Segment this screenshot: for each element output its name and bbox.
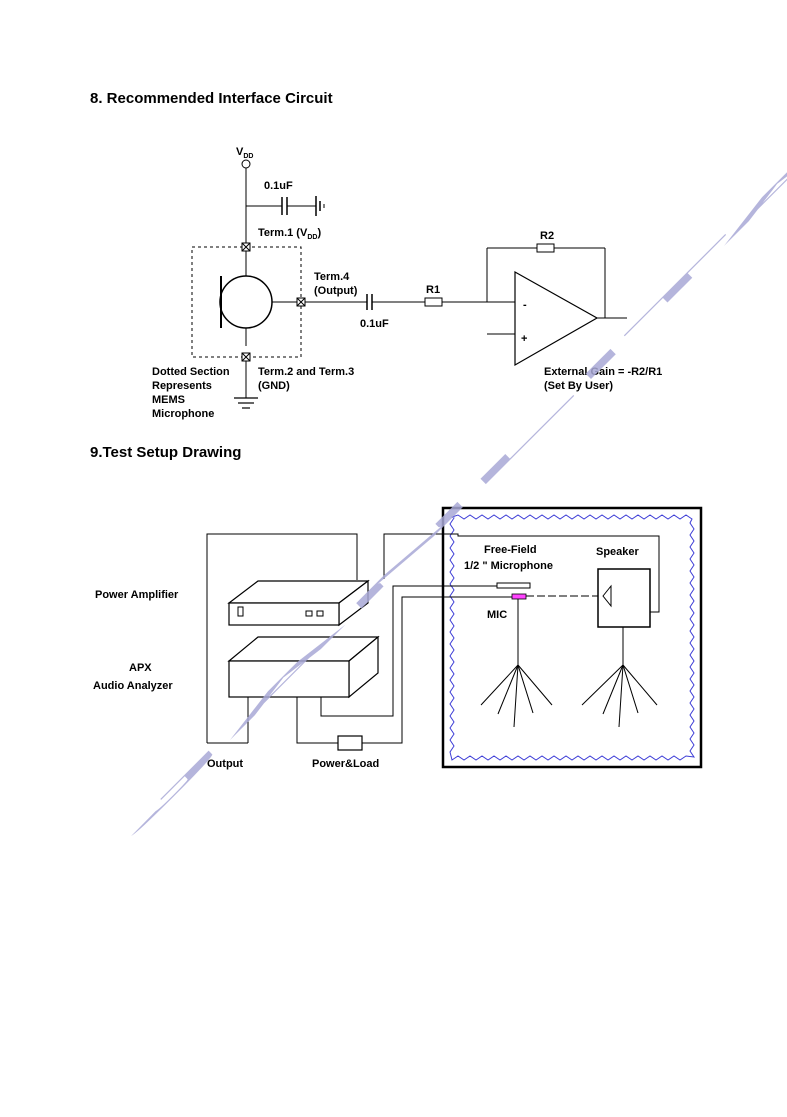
speaker-device: [597, 568, 651, 628]
section-heading-test-setup: 9.Test Setup Drawing: [90, 444, 242, 461]
op-amp-plus: +: [521, 333, 527, 345]
free-field-label-2: 1/2 " Microphone: [464, 560, 553, 572]
power-load-label: Power&Load: [312, 758, 379, 770]
term4-label-2: (Output): [314, 285, 358, 297]
power-amplifier-label: Power Amplifier: [95, 589, 179, 601]
section-heading-interface-circuit: 8. Recommended Interface Circuit: [90, 90, 333, 107]
vdd-label: VDD: [236, 146, 253, 160]
power-amplifier-device: [227, 579, 370, 627]
output-label: Output: [207, 758, 243, 770]
apx-analyzer-device: [227, 635, 380, 699]
microphone-icon: [219, 275, 273, 329]
gain-label-2: (Set By User): [544, 380, 613, 392]
anechoic-chamber: [441, 506, 703, 769]
mic-label: MIC: [487, 609, 507, 621]
free-field-microphone: [496, 582, 531, 589]
cap2-label: 0.1uF: [360, 318, 389, 330]
apx-label: APX: [129, 662, 152, 674]
dotted-section-text-3: MEMS: [152, 394, 185, 406]
term4-label-1: Term.4: [314, 271, 350, 283]
mic-tripod: [480, 599, 553, 728]
term23-label-1: Term.2 and Term.3: [258, 366, 354, 378]
resistor-r2: [536, 243, 555, 253]
resistor-r1: [424, 297, 443, 307]
speaker-label: Speaker: [596, 546, 640, 558]
vdd-terminal: [241, 159, 251, 169]
r2-label: R2: [540, 230, 554, 242]
op-amp-minus: -: [523, 299, 527, 311]
free-field-label-1: Free-Field: [484, 544, 537, 556]
r1-label: R1: [426, 284, 440, 296]
dotted-section-text-2: Represents: [152, 380, 212, 392]
chamber-wavy-lining: [449, 514, 696, 761]
terminal-marker-4: [296, 297, 306, 307]
audio-analyzer-label: Audio Analyzer: [93, 680, 173, 692]
term23-label-2: (GND): [258, 380, 290, 392]
speaker-tripod: [581, 627, 658, 728]
gain-label-1: External Gain = -R2/R1: [544, 366, 662, 378]
interface-circuit-diagram: VDD 0.1uF Term.1 (VDD) Dotted Section Re…: [152, 146, 662, 420]
power-load-resistor: [337, 735, 363, 751]
dotted-section-text-1: Dotted Section: [152, 366, 230, 378]
term1-label: Term.1 (VDD): [258, 227, 321, 241]
dotted-section-text-4: Microphone: [152, 408, 214, 420]
terminal-marker-1: [241, 242, 251, 252]
op-amp: [514, 270, 599, 367]
terminal-marker-2-3: [241, 352, 251, 362]
mic-capsule: [511, 593, 527, 600]
cap1-label: 0.1uF: [264, 180, 293, 192]
